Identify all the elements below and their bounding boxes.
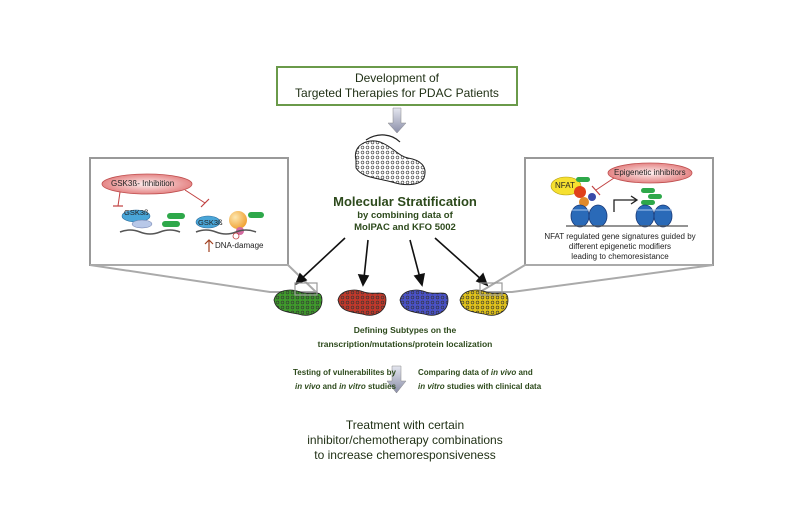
up-arrow-damage bbox=[204, 239, 214, 252]
gsk3b-protein-2 bbox=[195, 215, 221, 229]
comparing-line-2: in vitro studies with clinical data bbox=[418, 380, 568, 394]
stratification-subtitle: by combining data of MolPAC and KFO 5002 bbox=[320, 210, 490, 234]
comparing-line-1: Comparing data of in vivo and bbox=[418, 366, 568, 380]
gsk3b-inhibition-oval bbox=[101, 173, 193, 195]
nfat-oval bbox=[550, 176, 582, 196]
stratification-arrows bbox=[294, 237, 489, 287]
testing-line-1: Testing of vulnerabilites by bbox=[293, 368, 396, 377]
testing-line-2: in vivo and in vitro studies bbox=[246, 380, 396, 394]
gsk3b-label-2: GSK3ß bbox=[198, 218, 223, 227]
pancreas-subtype-2 bbox=[337, 289, 387, 316]
comparing-tail: studies with clinical data bbox=[446, 382, 542, 391]
treatment-line-1: Treatment with certain bbox=[345, 418, 465, 432]
pancreas-icon bbox=[354, 134, 426, 186]
nfat-description: NFAT regulated gene signatures guided by… bbox=[540, 232, 700, 262]
subtype-1-zoom-box bbox=[294, 282, 318, 296]
nucleosomes bbox=[566, 204, 688, 228]
subtypes-caption: Defining Subtypes on the transcription/m… bbox=[290, 323, 520, 351]
testing-and: and bbox=[322, 382, 337, 391]
stratification-line-1: by combining data of bbox=[357, 210, 453, 221]
testing-caption: Testing of vulnerabilites by in vivo and… bbox=[246, 366, 396, 394]
nfat-desc-line-1: NFAT regulated gene signatures guided by bbox=[544, 232, 696, 241]
comparing-pre: Comparing data of bbox=[418, 368, 489, 377]
pancreas-subtype-4 bbox=[459, 289, 509, 316]
comparing-in-vitro: in vitro bbox=[418, 382, 445, 391]
treatment-caption: Treatment with certain inhibitor/chemoth… bbox=[275, 418, 535, 463]
nfat-desc-line-3: leading to chemoresistance bbox=[571, 252, 669, 261]
stratification-title: Molecular Stratification bbox=[333, 194, 477, 209]
testing-in-vivo: in vivo bbox=[295, 382, 321, 391]
title-line-2: Targeted Therapies for PDAC Patients bbox=[295, 86, 499, 100]
comparing-and: and bbox=[518, 368, 533, 377]
transcription-arrow bbox=[613, 195, 639, 212]
subtype-4-zoom-box bbox=[479, 282, 503, 296]
gsk3b-label-1: GSK3ß bbox=[124, 208, 149, 217]
epigenetic-inhibitors-label: Epigenetic inhibitors bbox=[614, 168, 686, 177]
dna-damage-label: DNA-damage bbox=[215, 241, 264, 250]
subtypes-line-2: transcription/mutations/protein localiza… bbox=[317, 339, 493, 349]
treatment-line-2: inhibitor/chemotherapy combinations bbox=[307, 433, 503, 447]
comparing-caption: Comparing data of in vivo and in vitro s… bbox=[418, 366, 568, 394]
epigenetic-inhibitors-oval bbox=[607, 162, 693, 184]
orange-complex bbox=[229, 211, 247, 229]
testing-in-vitro: in vitro bbox=[339, 382, 366, 391]
down-arrow-top bbox=[387, 107, 407, 134]
nfat-label: NFAT bbox=[555, 181, 575, 190]
gsk3b-inhibition-label: GSK3ß- Inhibition bbox=[111, 179, 175, 188]
pancreas-subtype-3 bbox=[399, 289, 449, 316]
comparing-in-vivo: in vivo bbox=[490, 368, 517, 377]
nfat-desc-line-2: different epigenetic modifiers bbox=[568, 242, 672, 251]
subtypes-line-1: Defining Subtypes on the bbox=[353, 325, 457, 335]
stratification-line-2: MolPAC and KFO 5002 bbox=[354, 222, 456, 233]
pancreas-subtype-1 bbox=[273, 289, 323, 316]
treatment-line-3: to increase chemoresponsiveness bbox=[314, 448, 496, 462]
green-capsule-left bbox=[167, 213, 185, 219]
down-arrow-bottom bbox=[386, 365, 407, 394]
title-line-1: Development of bbox=[354, 71, 440, 85]
testing-studies: studies bbox=[367, 382, 396, 391]
title-box: Development of Targeted Therapies for PD… bbox=[276, 66, 518, 106]
